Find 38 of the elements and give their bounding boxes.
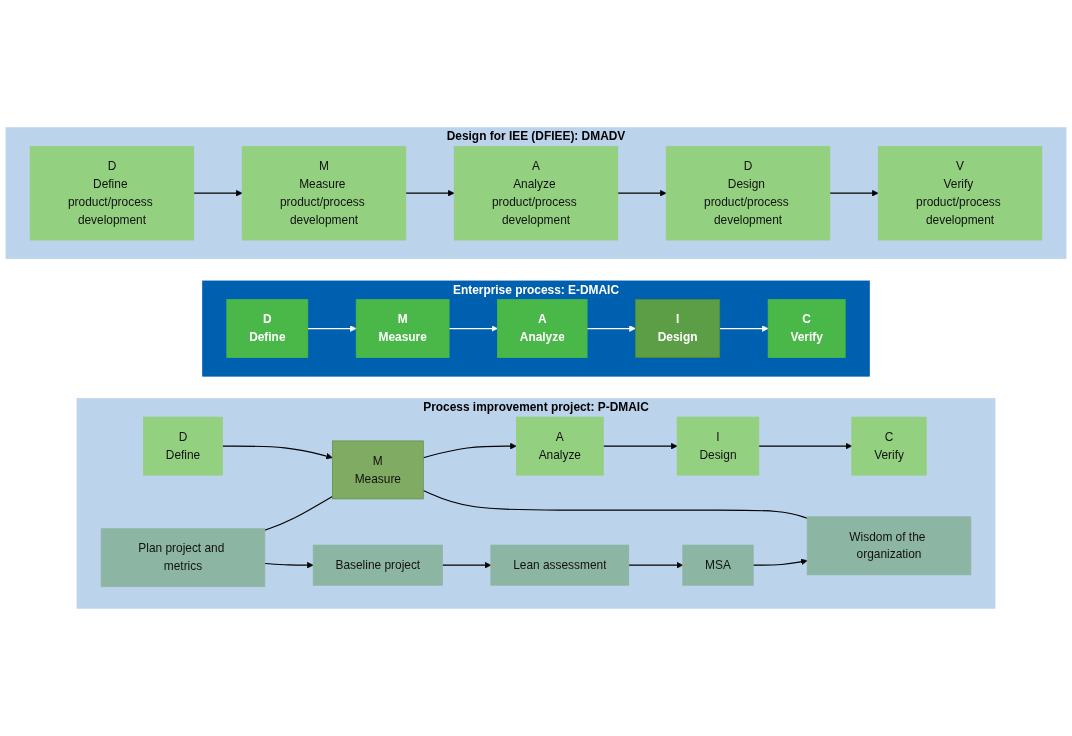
arrow — [448, 325, 498, 332]
arrow — [422, 442, 517, 459]
node-box: M Measure product/process development — [241, 145, 407, 241]
node-box: A Analyze — [515, 416, 604, 476]
arrow — [264, 561, 314, 569]
node-box: D Define product/process development — [29, 145, 195, 241]
node-box: D Define — [226, 299, 309, 358]
node-box: I Design — [635, 299, 721, 358]
arrow — [193, 189, 243, 197]
arrow — [405, 189, 455, 197]
arrow — [602, 442, 678, 450]
connector — [264, 496, 333, 531]
node-box: C Verify — [851, 416, 927, 476]
node-box: Wisdom of the organization — [806, 516, 972, 576]
arrow — [758, 442, 853, 450]
node-box: D Define — [143, 416, 223, 476]
node-box: I Design — [676, 416, 760, 476]
connector — [422, 489, 808, 519]
node-box: A Analyze — [497, 299, 588, 358]
arrow — [752, 558, 808, 566]
arrow — [617, 189, 667, 197]
node-box: M Measure — [355, 299, 450, 358]
node-box: Plan project and metrics — [100, 528, 266, 588]
node-box: A Analyze product/process development — [453, 145, 619, 241]
node-box: V Verify product/process development — [877, 145, 1043, 241]
node-box: Lean assessment — [490, 544, 630, 586]
arrow — [307, 325, 357, 332]
node-box: M Measure — [332, 440, 424, 500]
node-box: MSA — [682, 544, 754, 586]
node-box: C Verify — [767, 299, 846, 358]
arrow — [441, 561, 492, 569]
arrow — [719, 325, 769, 332]
arrow — [628, 561, 684, 569]
arrow — [221, 445, 333, 460]
arrow — [829, 189, 879, 197]
node-box: D Design product/process development — [665, 145, 831, 241]
node-box: Baseline project — [312, 544, 443, 586]
arrow — [586, 325, 636, 332]
